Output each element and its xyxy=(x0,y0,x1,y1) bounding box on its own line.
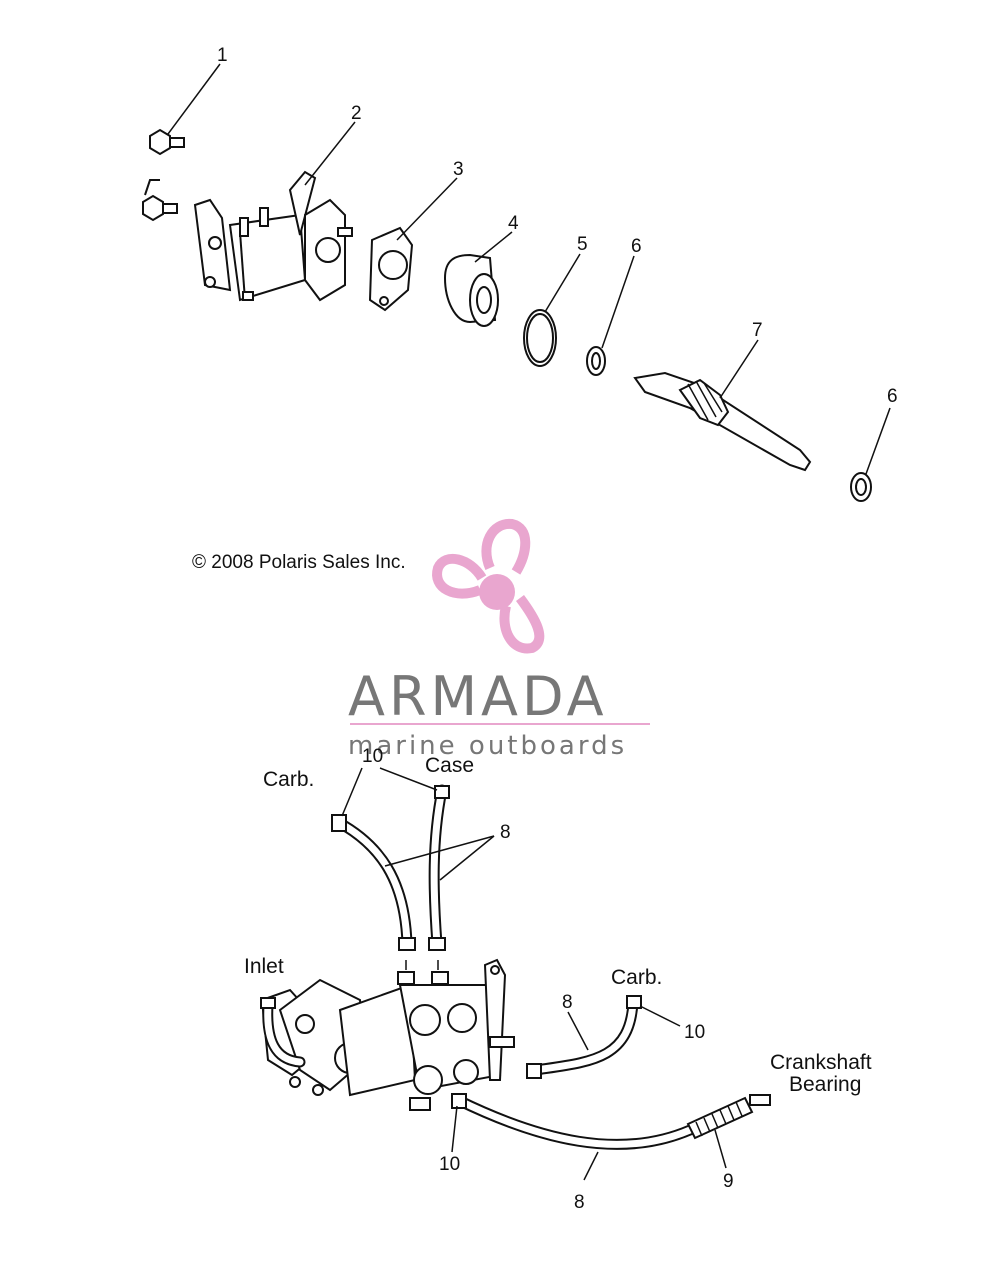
callout-4: 4 xyxy=(508,213,519,234)
callout-10-bottom: 10 xyxy=(439,1154,460,1175)
logo-tagline-text: marine outboards xyxy=(348,731,627,761)
hose-case xyxy=(428,784,450,951)
callout-3: 3 xyxy=(453,159,464,180)
callout-6a: 6 xyxy=(631,236,642,257)
armada-logo-icon xyxy=(432,518,545,654)
label-carb-right: Carb. xyxy=(611,966,662,989)
label-inlet: Inlet xyxy=(244,955,284,978)
callout-5: 5 xyxy=(577,234,588,255)
part-4-filter xyxy=(443,253,499,327)
part-2-oil-pump xyxy=(144,170,353,302)
part-7-drive-shaft xyxy=(633,371,812,472)
logo-brand-text: ARMADA xyxy=(348,665,608,728)
callout-9: 9 xyxy=(723,1171,734,1192)
leader-lines-top xyxy=(167,63,891,475)
hose-crankshaft-bearing xyxy=(451,1093,771,1150)
callout-2: 2 xyxy=(351,103,362,124)
callout-8-mid: 8 xyxy=(562,992,573,1013)
callout-6b: 6 xyxy=(887,386,898,407)
callout-8-bottom: 8 xyxy=(574,1192,585,1213)
hose-carb-right xyxy=(526,995,642,1079)
part-6-washer-a xyxy=(586,346,606,376)
callout-8-top: 8 xyxy=(500,822,511,843)
part-1-bolt xyxy=(149,128,185,156)
label-bearing: Bearing xyxy=(789,1073,861,1096)
hose-carb-left xyxy=(331,814,416,951)
callout-1: 1 xyxy=(217,45,228,66)
copyright-text: © 2008 Polaris Sales Inc. xyxy=(192,552,406,573)
callout-10-top: 10 xyxy=(362,746,383,767)
label-crankshaft: Crankshaft xyxy=(770,1051,872,1074)
part-3-gasket xyxy=(368,226,414,312)
oil-pump-body xyxy=(260,958,515,1111)
label-case: Case xyxy=(425,754,474,777)
inlet-fitting xyxy=(260,997,306,1068)
callout-10-right: 10 xyxy=(684,1022,705,1043)
leader-lines-bottom xyxy=(341,767,727,1181)
label-carb-left: Carb. xyxy=(263,768,314,791)
part-bolt-2 xyxy=(142,194,178,222)
callout-7: 7 xyxy=(752,320,763,341)
part-6-washer-b xyxy=(850,472,872,502)
part-5-o-ring xyxy=(523,309,557,367)
